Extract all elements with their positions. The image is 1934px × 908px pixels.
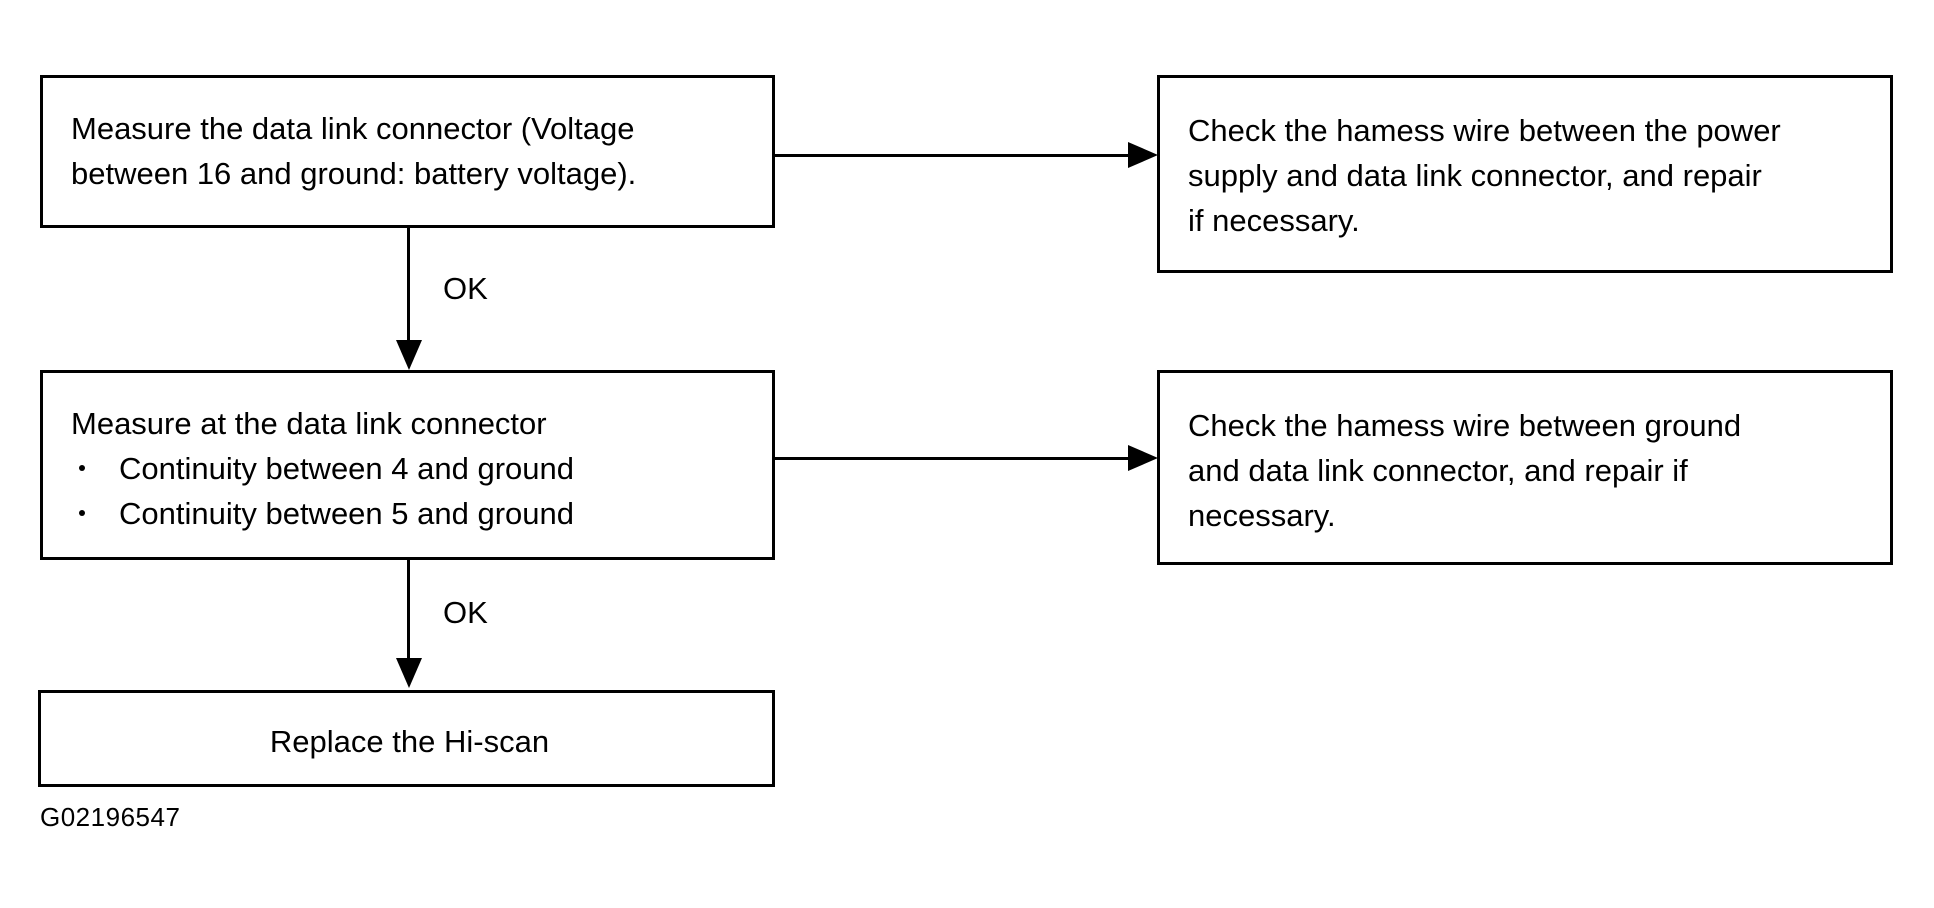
node-replace-hi-scan: Replace the Hi-scan: [38, 690, 775, 787]
list-item: Continuity between 5 and ground: [71, 491, 761, 536]
connector-measure-dlc-to-check-power: [775, 154, 1130, 157]
bullet-dot-icon: [79, 465, 85, 471]
connector-label-ok-2: OK: [443, 595, 488, 630]
node-measure-continuity-body: Measure at the data link connector Conti…: [71, 401, 761, 536]
connector-label-ok-1: OK: [443, 271, 488, 306]
node-check-harness-power-supply: Check the hamess wire between the power …: [1157, 75, 1893, 273]
list-item-label: Continuity between 4 and ground: [119, 451, 574, 486]
arrowhead-right-icon: [1128, 445, 1158, 471]
node-check-harness-power-supply-text: Check the hamess wire between the power …: [1188, 113, 1781, 238]
arrowhead-down-icon: [396, 658, 422, 688]
connector-measure-dlc-to-measure-continuity: [407, 228, 410, 344]
arrowhead-right-icon: [1128, 142, 1158, 168]
list-item: Continuity between 4 and ground: [71, 446, 761, 491]
list-item-label: Continuity between 5 and ground: [119, 496, 574, 531]
bullet-dot-icon: [79, 510, 85, 516]
arrowhead-down-icon: [396, 340, 422, 370]
figure-id-label: G02196547: [40, 802, 181, 832]
node-check-harness-ground-text: Check the hamess wire between ground and…: [1188, 408, 1742, 533]
node-measure-continuity-heading: Measure at the data link connector: [71, 406, 547, 441]
connector-measure-continuity-to-check-ground: [775, 457, 1130, 460]
node-measure-data-link-connector-text: Measure the data link connector (Voltage…: [71, 111, 637, 191]
connector-measure-continuity-to-replace-hi-scan: [407, 560, 410, 660]
node-measure-continuity: Measure at the data link connector Conti…: [40, 370, 775, 560]
node-measure-data-link-connector: Measure the data link connector (Voltage…: [40, 75, 775, 228]
continuity-bullet-list: Continuity between 4 and ground Continui…: [71, 446, 761, 536]
node-replace-hi-scan-text: Replace the Hi-scan: [269, 724, 550, 759]
node-check-harness-ground: Check the hamess wire between ground and…: [1157, 370, 1893, 565]
